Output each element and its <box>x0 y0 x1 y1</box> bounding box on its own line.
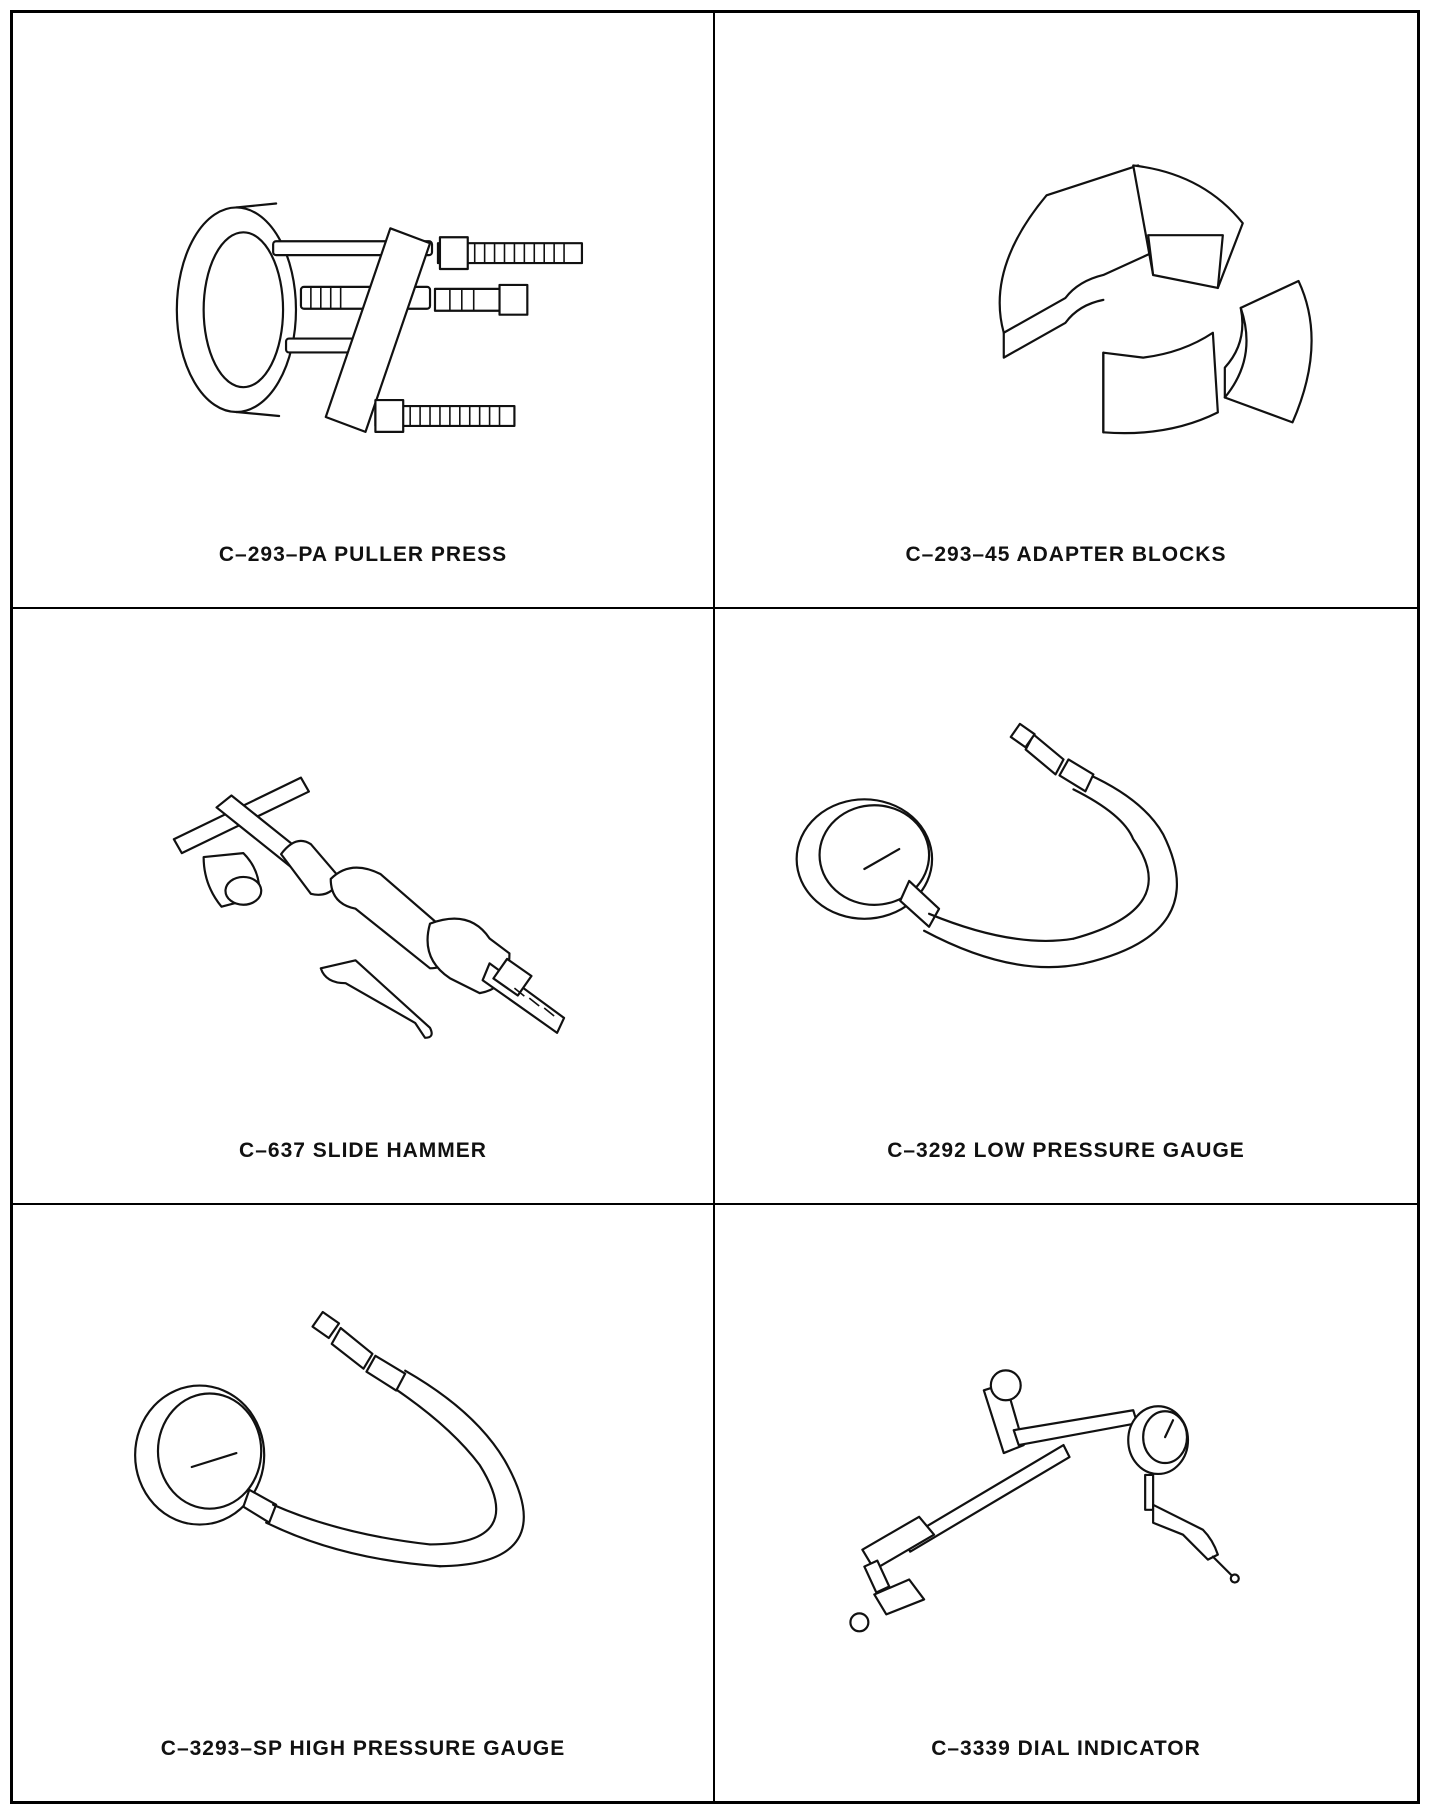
low-pressure-gauge-illustration <box>795 722 1178 969</box>
puller-press-illustration <box>175 202 584 433</box>
adapter-blocks-illustration <box>998 164 1313 435</box>
tool-label: C–3292 LOW PRESSURE GAUGE <box>887 1139 1245 1162</box>
tool-cell-adapter-blocks: C–293–45 ADAPTER BLOCKS <box>715 13 1417 609</box>
tool-cell-dial-indicator: C–3339 DIAL INDICATOR <box>715 1205 1417 1801</box>
tool-cell-high-pressure-gauge: C–3293–SP HIGH PRESSURE GAUGE <box>13 1205 715 1801</box>
tool-label: C–3339 DIAL INDICATOR <box>931 1737 1201 1760</box>
tool-label: C–3293–SP HIGH PRESSURE GAUGE <box>160 1737 566 1760</box>
gauge-needle <box>863 847 901 871</box>
slide-hammer-illustration <box>172 776 566 1039</box>
tool-cell-slide-hammer: C–637 SLIDE HAMMER <box>13 609 715 1205</box>
tool-cell-low-pressure-gauge: C–3292 LOW PRESSURE GAUGE <box>715 609 1417 1205</box>
tool-cell-puller-press: C–293–PA PULLER PRESS <box>13 13 715 609</box>
dial-indicator-illustration <box>849 1369 1240 1633</box>
gauge-needle <box>190 1451 238 1469</box>
tool-label: C–293–45 ADAPTER BLOCKS <box>905 543 1227 566</box>
tool-label: C–293–PA PULLER PRESS <box>218 543 508 566</box>
tool-sheet: C–293–PA PULLER PRESS C–293–45 ADAPTER B… <box>10 10 1420 1804</box>
high-pressure-gauge-illustration <box>134 1310 525 1568</box>
puller-press-threads <box>310 243 565 426</box>
tool-label: C–637 SLIDE HAMMER <box>239 1139 487 1162</box>
